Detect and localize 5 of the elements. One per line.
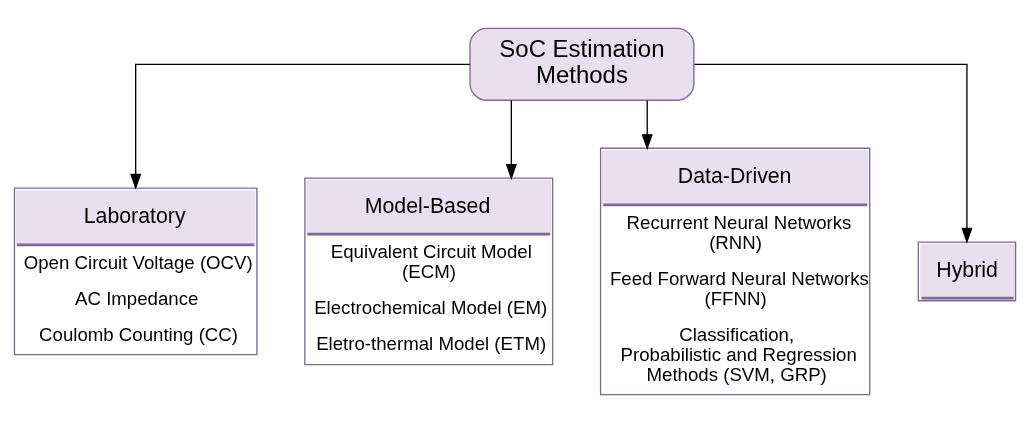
node-box: SoC Estimation Methods xyxy=(469,27,695,101)
arrow xyxy=(505,99,517,180)
arrow xyxy=(641,99,653,151)
arrow xyxy=(693,63,973,244)
arrow xyxy=(130,63,471,190)
